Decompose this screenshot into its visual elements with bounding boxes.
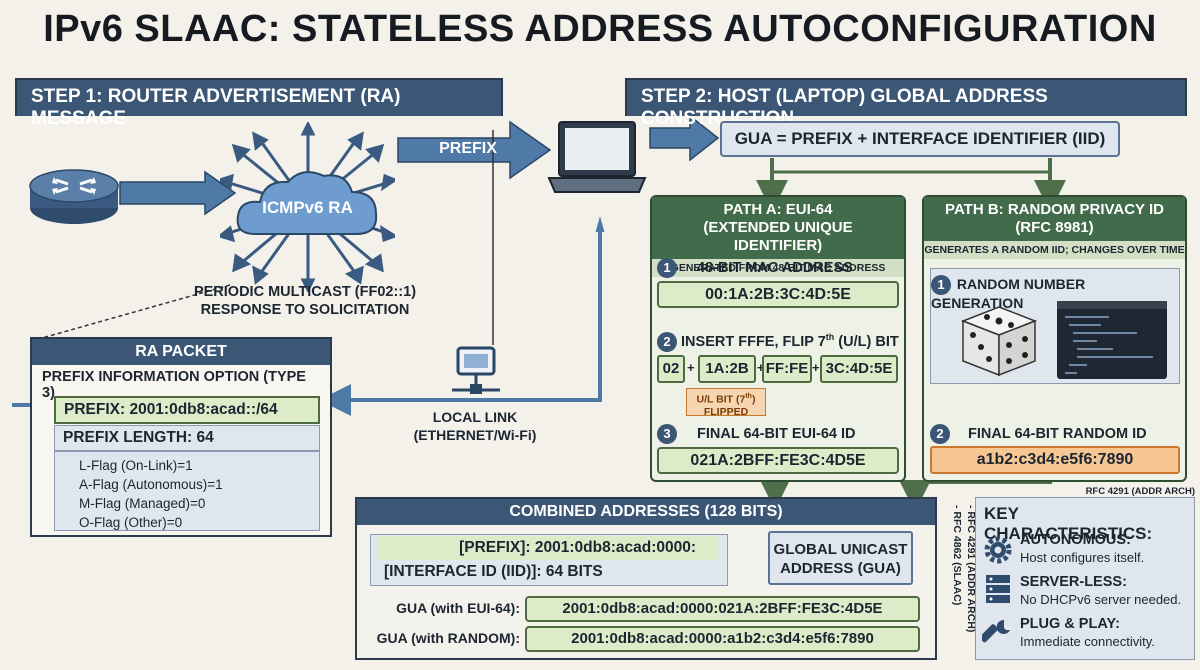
kc-desc: Immediate connectivity. bbox=[1020, 634, 1155, 649]
path-a-header-line1: PATH A: EUI-64 bbox=[723, 201, 833, 218]
prefix-arrow bbox=[397, 120, 552, 180]
code-snippet-icon bbox=[1057, 301, 1167, 379]
kc-label: SERVER-LESS: bbox=[1020, 574, 1127, 590]
ra-flags: L-Flag (On-Link)=1 A-Flag (Autonomous)=1… bbox=[54, 451, 320, 531]
server-icon bbox=[986, 575, 1010, 603]
combined-prefix: [PREFIX]: 2001:0db8:acad:0000: bbox=[378, 536, 718, 560]
path-a-header-line2: (EXTENDED UNIQUE IDENTIFIER) bbox=[703, 219, 853, 254]
kc-label: PLUG & PLAY: bbox=[1020, 616, 1120, 632]
path-a-step3: 3 FINAL 64-BIT EUI-64 ID bbox=[657, 424, 902, 444]
plus: + bbox=[687, 360, 695, 375]
prefix-arrow-label: PREFIX bbox=[439, 140, 497, 157]
dice-icon bbox=[960, 306, 1038, 377]
local-link-caption: LOCAL LINK (ETHERNET/Wi-Fi) bbox=[395, 408, 555, 444]
path-a-panel: PATH A: EUI-64 (EXTENDED UNIQUE IDENTIFI… bbox=[650, 195, 906, 482]
gua-formula: GUA = PREFIX + INTERFACE IDENTIFIER (IID… bbox=[720, 121, 1120, 157]
local-link-line2: (ETHERNET/Wi-Fi) bbox=[413, 427, 537, 443]
combined-iid: [INTERFACE ID (IID)]: 64 BITS bbox=[384, 563, 603, 580]
gua-box: GLOBAL UNICAST ADDRESS (GUA) bbox=[768, 531, 913, 585]
laptop-icon bbox=[545, 118, 649, 200]
path-a-subheader: GENERATED FROM 48-BIT MAC ADDRESS bbox=[652, 259, 904, 277]
flag-m: M-Flag (Managed)=0 bbox=[79, 496, 206, 511]
path-b-header-line2: (RFC 8981) bbox=[1015, 219, 1094, 236]
path-a-step1: 1 48-BIT MAC ADDRESS bbox=[657, 258, 897, 278]
path-a-step3-label: FINAL 64-BIT EUI-64 ID bbox=[697, 426, 856, 442]
kc-desc: No DHCPv6 server needed. bbox=[1020, 592, 1182, 607]
ra-packet-header: RA PACKET bbox=[32, 339, 330, 365]
plus: + bbox=[757, 360, 765, 375]
gua-eui-value: 2001:0db8:acad:0000:021A:2BFF:FE3C:4D5E bbox=[525, 596, 920, 622]
step-number: 2 bbox=[930, 424, 950, 444]
router-icon bbox=[28, 164, 120, 228]
kc-label: AUTONOMOUS: bbox=[1020, 532, 1131, 548]
gua-line2: ADDRESS (GUA) bbox=[780, 560, 901, 577]
multicast-caption: PERIODIC MULTICAST (FF02::1) RESPONSE TO… bbox=[190, 283, 420, 319]
ul-bit-note: U/L BIT (7th) FLIPPED bbox=[686, 388, 766, 418]
plus: + bbox=[812, 360, 820, 375]
flag-o: O-Flag (Other)=0 bbox=[79, 515, 183, 530]
step1-header: STEP 1: ROUTER ADVERTISEMENT (RA) MESSAG… bbox=[15, 78, 503, 129]
rng-box: 1 RANDOM NUMBER GENERATION bbox=[930, 268, 1180, 384]
ra-packet: RA PACKET PREFIX INFORMATION OPTION (TYP… bbox=[30, 337, 332, 537]
step-number: 3 bbox=[657, 424, 677, 444]
gear-icon bbox=[984, 536, 1012, 564]
rfc-vertical: - RFC 4862 (SLAAC) - RFC 4291 (ADDR ARCH… bbox=[940, 505, 977, 660]
wrench-icon bbox=[982, 619, 1010, 643]
page-title: IPv6 SLAAC: STATELESS ADDRESS AUTOCONFIG… bbox=[43, 8, 1157, 50]
key-characteristics: KEY CHARACTERISTICS: AUTONOMOUS: Host co… bbox=[975, 497, 1195, 660]
rfc-vertical-1: - RFC 4862 (SLAAC) bbox=[951, 505, 963, 606]
kc-title: KEY CHARACTERISTICS: bbox=[984, 504, 1153, 543]
step-number: 1 bbox=[657, 258, 677, 278]
flag-a: A-Flag (Autonomous)=1 bbox=[79, 477, 223, 492]
cloud-label: ICMPv6 RA bbox=[262, 198, 353, 217]
gua-eui-label: GUA (with EUI-64): bbox=[396, 600, 520, 616]
kc-desc: Host configures itself. bbox=[1020, 550, 1145, 565]
path-b-step2-label: FINAL 64-BIT RANDOM ID bbox=[968, 426, 1147, 442]
ra-prefix: PREFIX: 2001:0db8:acad::/64 bbox=[54, 396, 320, 424]
network-icon bbox=[448, 346, 504, 398]
flag-l: L-Flag (On-Link)=1 bbox=[79, 458, 193, 473]
step-number: 1 bbox=[931, 275, 951, 295]
local-link-line1: LOCAL LINK bbox=[432, 409, 518, 425]
path-b-header: PATH B: RANDOM PRIVACY ID (RFC 8981) bbox=[924, 197, 1185, 241]
multicast-line1: PERIODIC MULTICAST (FF02::1) bbox=[193, 284, 417, 300]
step-number: 2 bbox=[657, 332, 677, 352]
gua-random-value: 2001:0db8:acad:0000:a1b2:c3d4:e5f6:7890 bbox=[525, 626, 920, 652]
eui64-id: 021A:2BFF:FE3C:4D5E bbox=[657, 447, 899, 474]
segment-3c4d5e: 3C:4D:5E bbox=[820, 355, 898, 383]
icmpv6-cloud: ICMPv6 RA bbox=[216, 120, 399, 294]
ra-option-title: PREFIX INFORMATION OPTION (TYPE 3) bbox=[42, 369, 306, 401]
gua-line1: GLOBAL UNICAST bbox=[773, 541, 908, 558]
segment-fffe: FF:FE bbox=[762, 355, 812, 383]
path-a-step1-label: 48-BIT MAC ADDRESS bbox=[697, 260, 853, 276]
path-a-step2: 2 INSERT FFFE, FLIP 7th (U/L) BIT bbox=[657, 332, 902, 352]
path-b-subheader: GENERATES A RANDOM IID; CHANGES OVER TIM… bbox=[924, 241, 1185, 259]
ul-bit-note-line1: U/L BIT (7th) bbox=[696, 393, 756, 406]
random-id: a1b2:c3d4:e5f6:7890 bbox=[930, 446, 1180, 474]
path-b-step2: 2 FINAL 64-BIT RANDOM ID bbox=[930, 424, 1180, 444]
multicast-line2: RESPONSE TO SOLICITATION bbox=[200, 302, 410, 318]
path-a-step2-label: INSERT FFFE, FLIP 7th (U/L) BIT bbox=[681, 332, 899, 350]
gua-random-label: GUA (with RANDOM): bbox=[376, 630, 520, 646]
path-b-header-line1: PATH B: RANDOM PRIVACY ID bbox=[945, 201, 1164, 218]
rfc-note: RFC 4291 (ADDR ARCH) bbox=[1085, 486, 1195, 497]
path-a-header: PATH A: EUI-64 (EXTENDED UNIQUE IDENTIFI… bbox=[652, 197, 904, 259]
laptop-to-formula-arrow bbox=[649, 114, 720, 162]
segment-02: 02 bbox=[657, 355, 685, 383]
segment-1a2b: 1A:2B bbox=[698, 355, 756, 383]
ul-bit-note-line2: FLIPPED bbox=[703, 405, 749, 418]
mac-address: 00:1A:2B:3C:4D:5E bbox=[657, 281, 899, 308]
router-to-cloud-arrow bbox=[119, 170, 237, 216]
combined-header: COMBINED ADDRESSES (128 BITS) bbox=[357, 499, 935, 525]
step2-header: STEP 2: HOST (LAPTOP) GLOBAL ADDRESS CON… bbox=[625, 78, 1187, 129]
ra-prefix-length: PREFIX LENGTH: 64 bbox=[54, 425, 320, 451]
